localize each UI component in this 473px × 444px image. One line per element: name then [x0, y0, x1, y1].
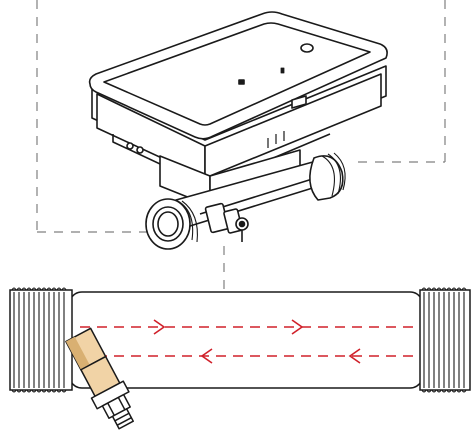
- coupling-notch: [451, 287, 457, 291]
- pipe-tube: [69, 291, 423, 389]
- coupling-notch: [16, 389, 22, 393]
- coupling-notch: [431, 287, 437, 291]
- meter-lid-inner: [103, 22, 371, 126]
- coupling-notch: [456, 287, 462, 291]
- coupling-notch: [61, 287, 67, 291]
- coupling-notch: [421, 287, 427, 291]
- coupling-notch: [461, 287, 467, 291]
- coupling-notch: [456, 389, 462, 393]
- sensor-port: [204, 202, 249, 242]
- coupling-notch: [436, 389, 442, 393]
- arrow-left-icon: [348, 348, 361, 364]
- coupling-notch: [426, 389, 432, 393]
- coupling-notch: [431, 389, 437, 393]
- right-thread: [309, 152, 346, 201]
- coupling-notch: [31, 287, 37, 291]
- coupling-notch: [451, 389, 457, 393]
- coupling-notch: [441, 389, 447, 393]
- coupling-notch: [446, 389, 452, 393]
- coupling-notch: [41, 389, 47, 393]
- left-coupling: [9, 287, 73, 393]
- coupling-notch: [46, 287, 52, 291]
- left-thread: [145, 198, 198, 250]
- coupling-notch: [51, 287, 57, 291]
- coupling-notch: [56, 389, 62, 393]
- meter-body: [88, 11, 388, 250]
- coupling-notch: [446, 287, 452, 291]
- coupling-notch: [36, 287, 42, 291]
- coupling-notch: [41, 287, 47, 291]
- screw-icon: [136, 146, 144, 154]
- coupling-notch: [21, 389, 27, 393]
- arrow-right-icon: [291, 319, 304, 335]
- housing-ribs: [267, 131, 285, 148]
- coupling-notch: [16, 287, 22, 291]
- meter-lid: [88, 11, 388, 140]
- coupling-notch: [51, 389, 57, 393]
- coupling-notch: [11, 389, 17, 393]
- coupling-notch: [11, 287, 17, 291]
- coupling-notch: [21, 287, 27, 291]
- screw-icon: [126, 142, 134, 150]
- flow-arrows-return: [80, 348, 416, 364]
- dashed-guides: [36, 0, 446, 292]
- coupling-notch: [441, 287, 447, 291]
- coupling-notch: [56, 287, 62, 291]
- temperature-probe: [65, 327, 134, 430]
- coupling-notch: [61, 389, 67, 393]
- flow-arrows-forward: [80, 319, 416, 335]
- meter-housing-right: [204, 73, 382, 179]
- coupling-notch: [46, 389, 52, 393]
- coupling-notch: [436, 287, 442, 291]
- coupling-notch: [461, 389, 467, 393]
- lid-port-icon: [280, 67, 285, 74]
- arrow-right-icon: [153, 319, 166, 335]
- coupling-notch: [31, 389, 37, 393]
- coupling-notch: [26, 287, 32, 291]
- coupling-notch: [26, 389, 32, 393]
- probe-tip-highlight: [65, 336, 90, 370]
- pipe-section: [9, 287, 471, 393]
- coupling-notch: [426, 287, 432, 291]
- lid-button-icon: [300, 43, 314, 53]
- coupling-notch: [421, 389, 427, 393]
- coupling-notch: [36, 389, 42, 393]
- housing-clip: [291, 95, 307, 109]
- right-coupling: [419, 287, 471, 393]
- lid-led-icon: [238, 79, 245, 85]
- arrow-left-icon: [200, 348, 213, 364]
